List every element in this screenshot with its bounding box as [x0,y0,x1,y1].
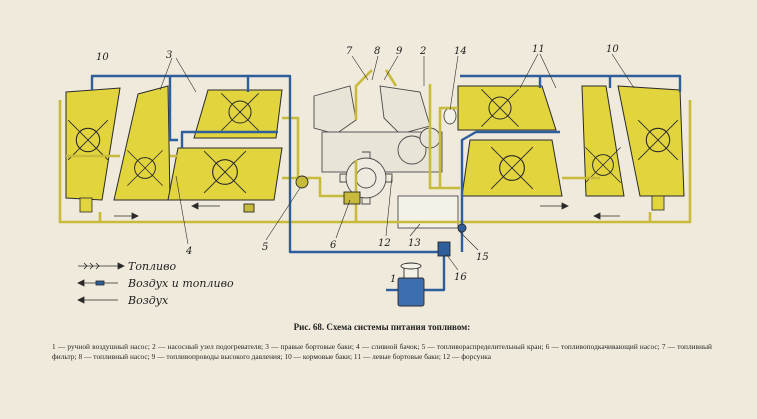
legend: Топливо Воздух и топливо Воздух [77,260,234,307]
stern-tank-right [617,85,685,211]
callout-3: 3 [166,50,172,61]
callout-leaders [159,53,635,271]
caption-title: Рис. 68. Схема системы питания топливом: [293,322,471,332]
callout-9: 9 [396,46,403,57]
fuel-lines [58,69,692,224]
left-side-tank-upright [581,85,625,197]
right-side-tank-lower [167,147,283,201]
callout-6: 6 [330,240,337,251]
callout-2: 2 [419,46,426,57]
callout-11: 11 [532,44,545,55]
callout-10-left: 10 [96,52,109,63]
hand-air-pump [397,262,425,307]
left-side-tank-lower [461,139,563,197]
callout-8: 8 [374,46,380,57]
callout-13: 13 [408,238,421,249]
callout-4: 4 [185,246,192,257]
callout-10-right: 10 [606,44,619,55]
stern-tank-left [65,87,121,213]
legend-fuel-swatch [78,262,125,270]
right-side-tank-upright [113,85,171,201]
callout-16: 16 [454,272,467,283]
callout-7: 7 [346,46,353,57]
components [243,175,467,257]
callout-12: 12 [378,238,391,249]
callout-1: 1 [390,274,396,285]
legend-air-fuel-swatch [77,279,118,287]
engine-block [313,85,459,229]
legend-air-label: Воздух [127,294,169,307]
legend-air-swatch [77,296,118,304]
right-side-tank-upper [193,89,283,139]
left-side-tank-upper [457,85,557,131]
air-lines [90,74,682,292]
legend-fuel-label: Топливо [128,260,177,273]
callout-15: 15 [476,252,489,263]
flow-arrows [114,202,620,220]
callout-5: 5 [262,242,268,253]
callout-14: 14 [454,46,467,57]
legend-air-fuel-label: Воздух и топливо [127,277,234,290]
caption-body: 1 — ручной воздушный насос; 2 — насосный… [52,342,712,361]
figure-caption: Рис. 68. Схема системы питания топливом:… [52,322,712,361]
